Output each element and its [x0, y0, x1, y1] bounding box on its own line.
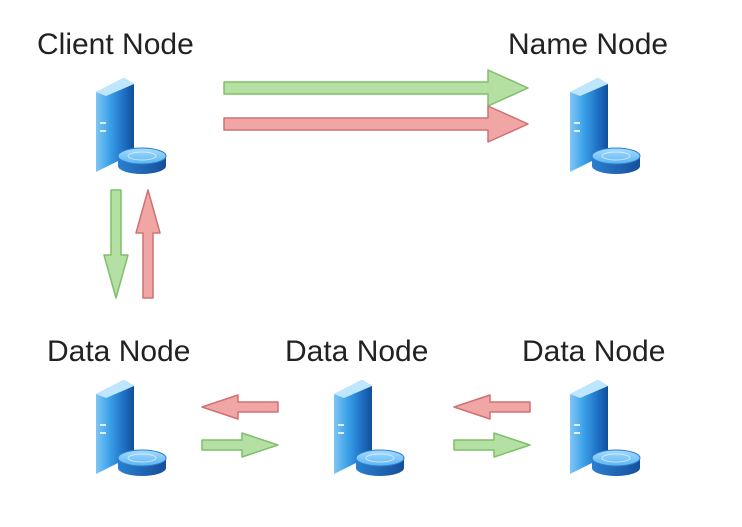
data-node-2-label: Data Node — [285, 335, 429, 368]
client-to-datanode1-arrow — [103, 189, 129, 299]
data-node-1-label: Data Node — [47, 335, 191, 368]
datanode2-to-datanode3-arrow — [453, 432, 531, 458]
datanode2-to-datanode1-arrow — [201, 394, 279, 420]
datanode1-to-client-arrow — [135, 189, 161, 299]
name-node-label: Name Node — [508, 28, 669, 61]
datanode3-to-datanode2-arrow — [453, 394, 531, 420]
client-to-namenode-return-arrow — [223, 105, 529, 143]
datanode1-to-datanode2-arrow — [201, 432, 279, 458]
client-to-namenode-request-arrow — [223, 69, 529, 107]
data-node-3-label: Data Node — [522, 335, 666, 368]
client-node-label: Client Node — [37, 28, 194, 61]
